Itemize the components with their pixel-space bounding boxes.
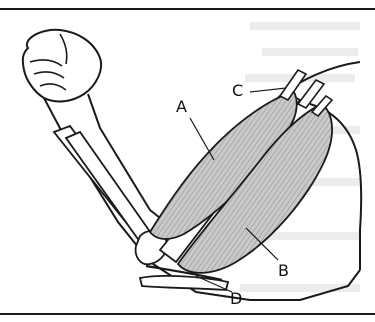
leader-line-c <box>250 88 286 92</box>
label-a: A <box>176 97 187 116</box>
leader-line-a <box>190 118 214 160</box>
label-b: B <box>278 261 289 280</box>
label-c: C <box>232 81 243 100</box>
label-d: D <box>230 289 242 308</box>
